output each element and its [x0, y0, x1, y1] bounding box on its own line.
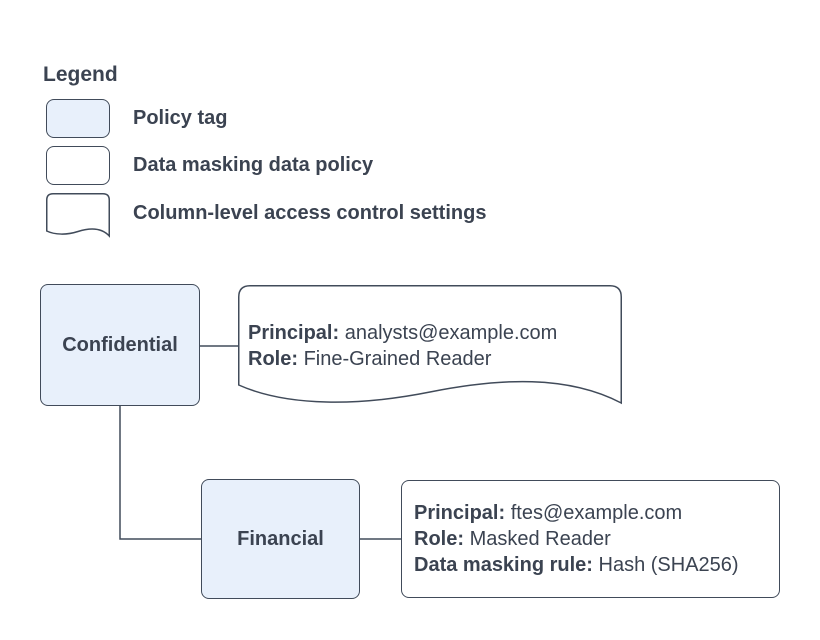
data-masking-policy-swatch	[46, 146, 110, 185]
legend-label: Data masking data policy	[133, 154, 374, 176]
role-value: Fine-Grained Reader	[303, 348, 492, 370]
principal-value: analysts@example.com	[344, 322, 558, 344]
principal-line: Principal: analysts@example.com	[248, 320, 613, 346]
legend-item-policy-tag: Policy tag	[46, 99, 227, 138]
node-confidential: Confidential	[40, 284, 200, 406]
principal-label: Principal:	[414, 502, 506, 524]
principal-value: ftes@example.com	[510, 502, 683, 524]
document-shape-swatch	[46, 193, 110, 238]
legend-item-column-access-settings: Column-level access control settings	[46, 193, 486, 238]
role-label: Role:	[414, 528, 464, 550]
access-settings-text: Principal: analysts@example.com Role: Fi…	[248, 320, 613, 372]
legend-title: Legend	[43, 63, 118, 86]
role-label: Role:	[248, 348, 298, 370]
legend-label: Policy tag	[133, 107, 228, 129]
role-value: Masked Reader	[469, 528, 611, 550]
access-settings-document-shape	[238, 285, 622, 406]
legend-item-data-masking-policy: Data masking data policy	[46, 146, 373, 185]
principal-line: Principal: ftes@example.com	[414, 500, 779, 526]
masking-rule-label: Data masking rule:	[414, 554, 593, 576]
data-masking-policy-box: Principal: ftes@example.com Role: Masked…	[401, 480, 780, 598]
role-line: Role: Fine-Grained Reader	[248, 346, 613, 372]
masking-rule-line: Data masking rule: Hash (SHA256)	[414, 552, 779, 578]
masking-rule-value: Hash (SHA256)	[598, 554, 739, 576]
policy-tag-swatch	[46, 99, 110, 138]
principal-label: Principal:	[248, 322, 340, 344]
role-line: Role: Masked Reader	[414, 526, 779, 552]
connector-confidential-to-financial	[119, 406, 201, 540]
node-financial: Financial	[201, 479, 360, 599]
legend-label: Column-level access control settings	[133, 202, 487, 224]
